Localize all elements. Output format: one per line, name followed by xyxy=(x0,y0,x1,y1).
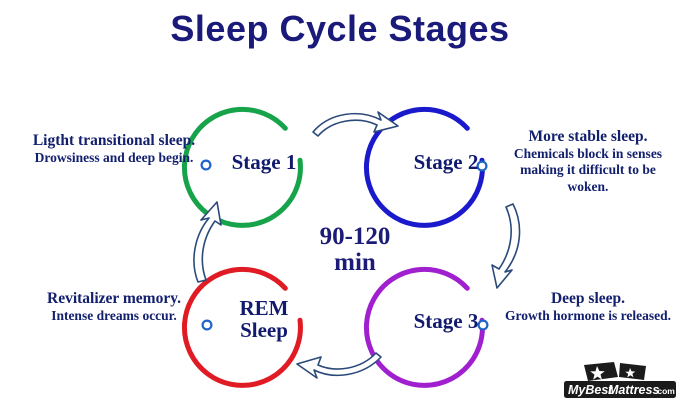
curved-arrow-down-icon xyxy=(491,203,521,289)
pillow-icon xyxy=(584,362,646,381)
stage-1-ring xyxy=(181,106,303,228)
stage-3-node[interactable] xyxy=(363,266,489,388)
stage-2-description-heading: More stable sleep. xyxy=(528,128,648,145)
watermark-logo[interactable]: MyBest Mattress .com xyxy=(564,359,676,401)
curved-arrow-up-icon xyxy=(193,201,222,283)
stage-2-label: Stage 2 xyxy=(413,150,479,174)
stage-3-ring xyxy=(363,266,485,388)
stage-1-description: Ligtht transitional sleep. Drowsiness an… xyxy=(14,132,214,166)
watermark-text: MyBest Mattress .com xyxy=(564,381,676,398)
cycle-duration: 90-120 min xyxy=(290,224,420,275)
stage-1-label: Stage 1 xyxy=(231,150,297,174)
cycle-duration-value: 90-120 xyxy=(319,223,391,250)
watermark-brand: MyBest xyxy=(568,383,613,397)
rem-sleep-description: Revitalizer memory. Intense dreams occur… xyxy=(14,290,214,324)
stage-1-node[interactable] xyxy=(181,106,303,228)
stage-2-node[interactable] xyxy=(363,106,488,228)
stage-3-label: Stage 3 xyxy=(413,309,479,333)
stage-2-ring xyxy=(363,106,485,228)
rem-sleep-description-body: Intense dreams occur. xyxy=(51,308,177,324)
stage-2-description-body: Chemicals block in senses making it diff… xyxy=(513,146,663,194)
watermark-brand-2: Mattress xyxy=(608,383,659,397)
stage-1-description-body: Drowsiness and deep begin. xyxy=(34,150,194,166)
rem-sleep-node[interactable] xyxy=(181,266,303,388)
stage-1-description-heading: Ligtht transitional sleep. xyxy=(32,132,196,149)
stage-3-description: Deep sleep. Growth hormone is released. xyxy=(504,290,672,324)
cycle-duration-unit: min xyxy=(334,248,376,276)
rem-sleep-connector-dot xyxy=(201,319,213,331)
stage-2-description: More stable sleep. Chemicals block in se… xyxy=(500,128,676,195)
stage-3-connector-dot xyxy=(477,319,489,331)
stage-2-connector-dot xyxy=(476,160,488,172)
curved-arrow-right-icon xyxy=(312,111,399,137)
curved-arrow-left-icon xyxy=(296,352,382,379)
rem-sleep-ring xyxy=(181,266,303,388)
rem-sleep-description-heading: Revitalizer memory. xyxy=(47,290,181,307)
stage-1-connector-dot xyxy=(200,159,212,171)
stage-3-description-heading: Deep sleep. xyxy=(550,290,626,307)
rem-sleep-label: REM Sleep xyxy=(239,296,289,343)
page-title: Sleep Cycle Stages xyxy=(170,8,510,49)
stage-3-description-body: Growth hormone is released. xyxy=(505,308,671,324)
watermark-tld: .com xyxy=(655,386,675,396)
